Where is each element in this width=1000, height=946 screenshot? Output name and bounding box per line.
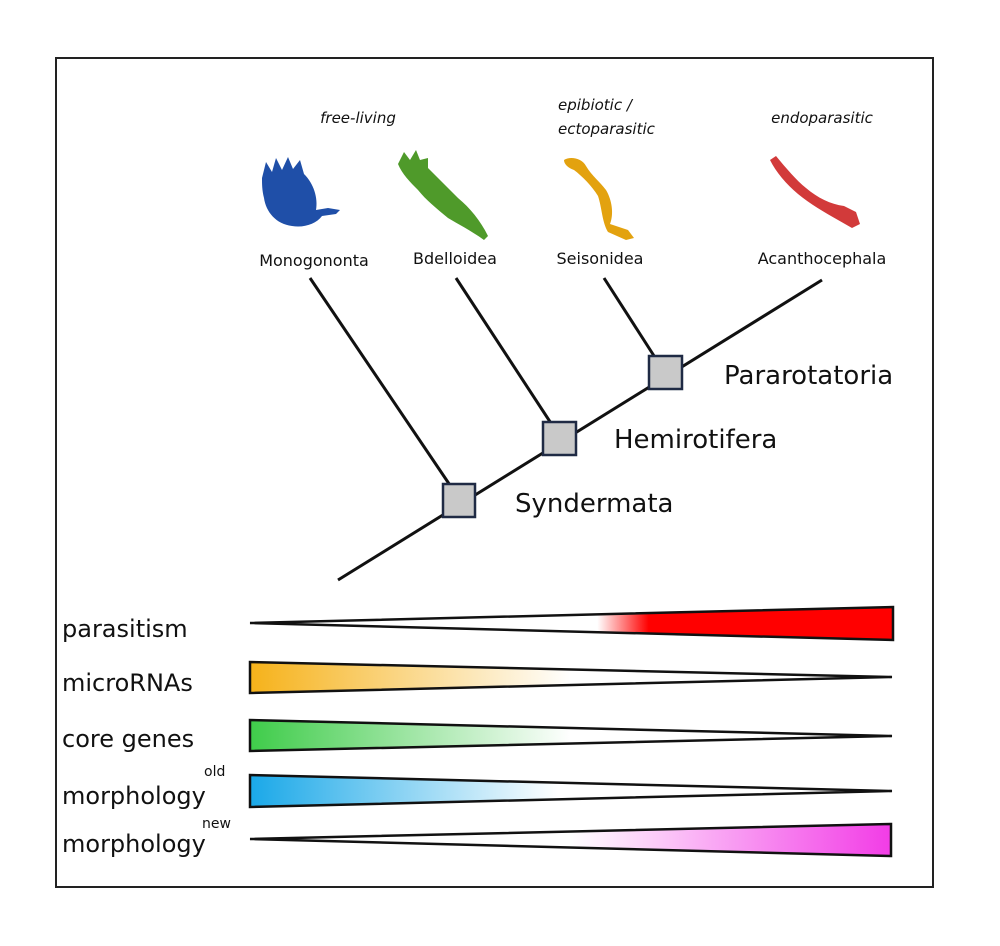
wedge-core-genes bbox=[248, 718, 893, 753]
acanthocephala-silhouette-icon bbox=[770, 156, 860, 228]
wedge-micrornas bbox=[248, 660, 893, 695]
branch-monogononta bbox=[308, 277, 462, 501]
lifestyle-epibiotic: epibiotic / bbox=[558, 96, 634, 114]
trait-sup-new: new bbox=[202, 816, 231, 832]
lifestyle-endoparasitic: endoparasitic bbox=[771, 109, 874, 127]
clade-label-hemirotifera: Hemirotifera bbox=[614, 425, 777, 455]
trait-sup-old: old bbox=[204, 764, 225, 780]
lifestyle-ectoparasitic: ectoparasitic bbox=[558, 120, 656, 138]
trait-label-micrornas: microRNAs bbox=[62, 669, 193, 697]
wedge-morphology-old bbox=[248, 773, 893, 809]
seisonidea-silhouette-icon bbox=[564, 158, 634, 240]
tree-trunk bbox=[337, 278, 823, 582]
trait-wedges bbox=[248, 605, 895, 858]
monogononta-silhouette-icon bbox=[262, 157, 340, 227]
wedge-parasitism bbox=[249, 605, 895, 642]
clade-label-pararotatoria: Pararotatoria bbox=[724, 361, 893, 391]
trait-label-parasitism: parasitism bbox=[62, 615, 188, 643]
trait-label-morphology-new: morphology bbox=[62, 830, 206, 858]
trait-label-core-genes: core genes bbox=[62, 725, 194, 753]
figure-frame bbox=[55, 57, 934, 888]
taxon-label-acanthocephala: Acanthocephala bbox=[758, 249, 887, 268]
branch-bdelloidea bbox=[454, 277, 562, 438]
taxon-label-seisonidea: Seisonidea bbox=[557, 249, 644, 268]
node-hemirotifera bbox=[541, 420, 578, 457]
taxon-label-monogononta: Monogononta bbox=[259, 251, 369, 270]
node-pararotatoria bbox=[647, 354, 684, 391]
taxon-label-bdelloidea: Bdelloidea bbox=[413, 249, 497, 268]
lifestyle-free-living: free-living bbox=[320, 109, 396, 127]
bdelloidea-silhouette-icon bbox=[398, 150, 488, 240]
node-syndermata bbox=[441, 482, 477, 519]
wedge-morphology-new bbox=[249, 822, 893, 858]
trait-label-morphology-old: morphology bbox=[62, 782, 206, 810]
clade-label-syndermata: Syndermata bbox=[515, 489, 674, 519]
